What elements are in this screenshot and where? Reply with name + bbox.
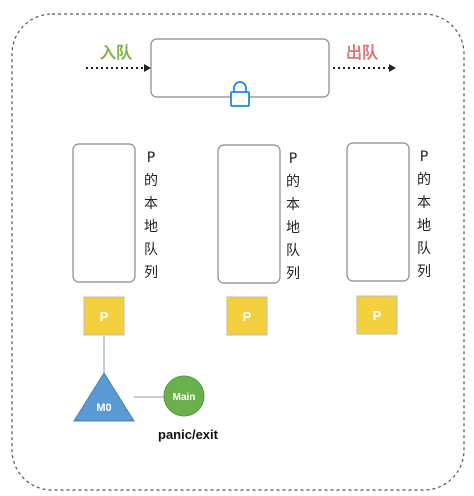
panic-exit-label: panic/exit (158, 427, 219, 442)
local-queue-char: 列 (286, 266, 300, 282)
local-queue-char: 的 (144, 173, 158, 189)
local-queue-char: 地 (144, 219, 158, 235)
local-queue-label: P 的 本 地 队 列 (417, 149, 431, 280)
local-queue-box (346, 142, 410, 282)
local-queue-char: P (289, 151, 297, 167)
p-processor-label: P (100, 309, 109, 324)
local-queue-char: 地 (417, 218, 431, 234)
local-queue-char: 地 (286, 220, 300, 236)
dequeue-arrow (333, 64, 396, 72)
m0-label: M0 (96, 402, 111, 414)
local-queue-box (217, 144, 281, 284)
enqueue-arrow (86, 64, 151, 72)
lock-icon (230, 81, 250, 107)
dequeue-label: 出队 (346, 43, 379, 62)
p-processor-label: P (373, 308, 382, 323)
m0-thread-triangle (73, 372, 135, 422)
local-queue-box (72, 143, 136, 283)
local-queue-char: 本 (144, 196, 158, 212)
local-queue-char: 队 (144, 242, 158, 258)
local-queue-label: P 的 本 地 队 列 (144, 150, 158, 281)
local-queue-char: 的 (286, 174, 300, 190)
p-processor-box (83, 296, 125, 336)
outer-frame (11, 13, 465, 491)
global-queue-box (150, 38, 330, 98)
main-goroutine-circle (163, 375, 205, 417)
local-queue-char: P (420, 149, 428, 165)
p-processor-label: P (243, 309, 252, 324)
local-queue-char: 列 (417, 264, 431, 280)
local-queue-char: 列 (144, 265, 158, 281)
local-queue-char: P (147, 150, 155, 166)
local-queue-char: 队 (286, 243, 300, 259)
enqueue-label: 入队 (100, 43, 133, 62)
local-queue-char: 本 (286, 197, 300, 213)
local-queue-label: P 的 本 地 队 列 (286, 151, 300, 282)
local-queue-char: 本 (417, 195, 431, 211)
p-processor-box (226, 296, 268, 336)
main-label: Main (173, 392, 196, 403)
local-queue-char: 队 (417, 241, 431, 257)
p-processor-box (356, 295, 398, 335)
local-queue-char: 的 (417, 172, 431, 188)
